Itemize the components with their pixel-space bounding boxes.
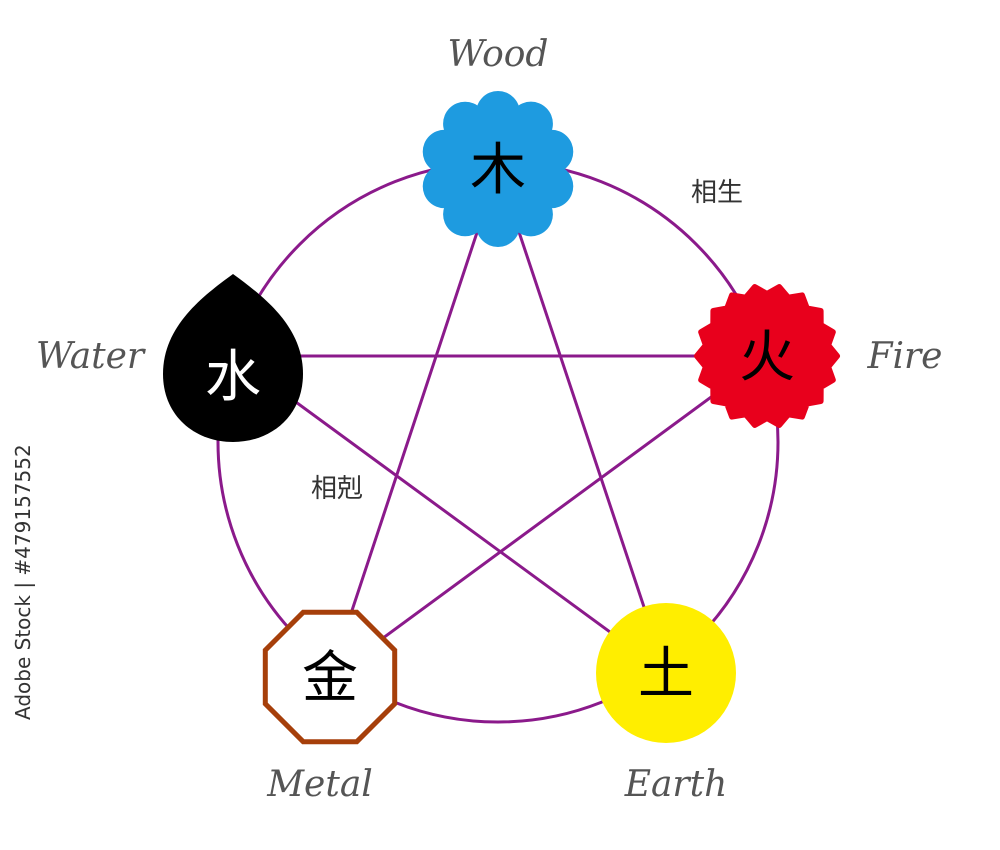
controlling-cycle-star xyxy=(228,164,772,681)
metal-label: Metal xyxy=(266,764,373,805)
stock-id-text: Adobe Stock | #479157552 xyxy=(11,444,35,720)
droplet-icon xyxy=(163,274,303,442)
circle-icon xyxy=(596,603,736,743)
flower-icon xyxy=(422,91,574,247)
water-label: Water xyxy=(36,336,146,377)
starburst-icon xyxy=(694,284,840,428)
metal-glyph: 金 xyxy=(302,646,358,711)
water-glyph: 水 xyxy=(205,345,261,410)
metal-node: 金 xyxy=(262,609,398,745)
fire-label: Fire xyxy=(866,336,942,377)
water-node: 水 xyxy=(163,274,303,442)
wood-label: Wood xyxy=(448,34,549,75)
wood-glyph: 木 xyxy=(470,138,526,203)
earth-label: Earth xyxy=(624,764,728,805)
controlling-cycle-label: 相剋 xyxy=(311,474,363,504)
earth-node: 土 xyxy=(596,603,736,743)
wood-node: 木 xyxy=(422,91,574,247)
fire-node: 火 xyxy=(694,284,840,428)
generating-cycle-label: 相生 xyxy=(691,178,743,208)
earth-glyph: 土 xyxy=(638,642,694,707)
fire-glyph: 火 xyxy=(739,325,795,390)
octagon-icon xyxy=(262,609,398,745)
